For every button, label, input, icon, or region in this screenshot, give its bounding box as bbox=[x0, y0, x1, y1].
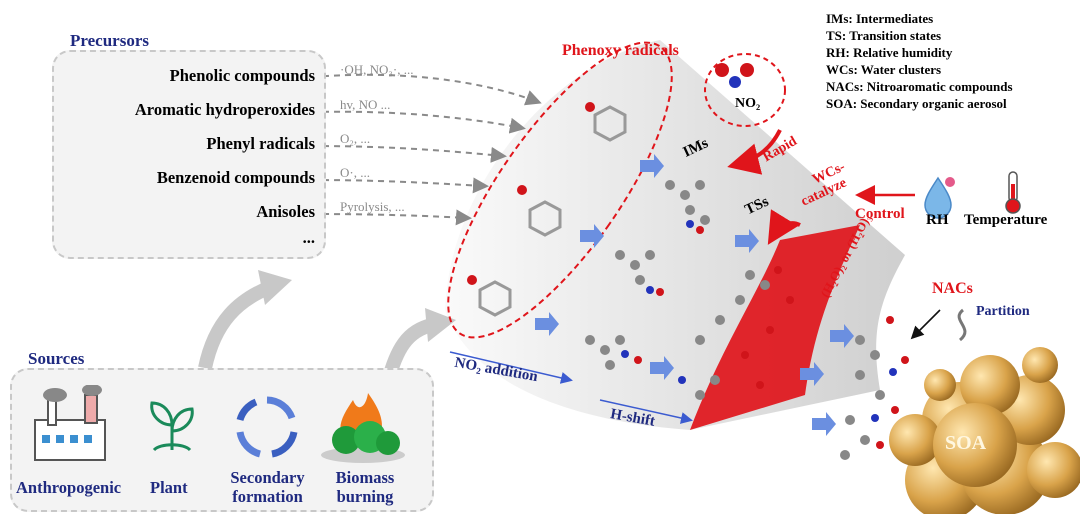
rh-label: RH bbox=[926, 212, 949, 228]
partition-label: Partition bbox=[976, 304, 1030, 319]
soa-particle bbox=[889, 347, 1080, 514]
precursors-title: Precursors bbox=[70, 31, 149, 50]
precursor-label: Anisoles bbox=[256, 202, 315, 221]
soa-label: SOA bbox=[945, 432, 987, 454]
precursors-box bbox=[52, 50, 326, 259]
source-label: Anthropogenic bbox=[16, 478, 122, 497]
control-label: Control bbox=[855, 206, 905, 222]
source-label: Biomass burning bbox=[335, 468, 395, 506]
condition-label: Pyrolysis, ... bbox=[340, 199, 405, 214]
nacs-label: NACs bbox=[932, 280, 973, 297]
no2-ellipse bbox=[704, 53, 786, 127]
precursor-label: ... bbox=[302, 228, 315, 247]
condition-label: O·, ... bbox=[340, 165, 370, 180]
precursor-label: Aromatic hydroperoxides bbox=[134, 100, 315, 119]
legend-item: NACs: Nitroaromatic compounds bbox=[826, 79, 1013, 94]
no2-label: NO₂ bbox=[735, 96, 761, 111]
fire-icon bbox=[321, 393, 405, 463]
temperature-label: Temperature bbox=[964, 212, 1048, 228]
legend-item: WCs: Water clusters bbox=[826, 62, 942, 77]
condition-label: ·OH, NO₃·, ... bbox=[340, 62, 414, 77]
rh-droplet-icon bbox=[924, 176, 952, 219]
condition-label: hv, NO ... bbox=[340, 97, 391, 112]
precursor-label: Benzenoid compounds bbox=[156, 168, 315, 187]
molecule-clusters bbox=[585, 180, 909, 460]
legend-item: SOA: Secondary organic aerosol bbox=[826, 96, 1007, 111]
water-cluster-band bbox=[690, 225, 860, 430]
sources-title: Sources bbox=[28, 349, 85, 368]
plant-icon bbox=[150, 401, 194, 452]
legend-item: IMs: Intermediates bbox=[826, 11, 934, 26]
source-label: Secondary formation bbox=[230, 468, 305, 506]
legend: IMs: Intermediates TS: Transition states… bbox=[826, 10, 1013, 112]
source-label: Plant bbox=[150, 478, 188, 497]
precursor-label: Phenolic compounds bbox=[169, 66, 315, 85]
thermometer-icon bbox=[1005, 171, 1021, 214]
phenoxy-radicals-ellipse bbox=[447, 41, 673, 339]
legend-item: TS: Transition states bbox=[826, 28, 942, 43]
recycle-icon bbox=[236, 396, 298, 458]
precursor-label: Phenyl radicals bbox=[206, 134, 315, 153]
phenoxy-radicals-label: Phenoxy radicals bbox=[562, 42, 679, 59]
legend-item: RH: Relative humidity bbox=[826, 45, 953, 60]
factory-icon bbox=[34, 385, 106, 461]
condition-label: O₂, ... bbox=[340, 131, 371, 146]
